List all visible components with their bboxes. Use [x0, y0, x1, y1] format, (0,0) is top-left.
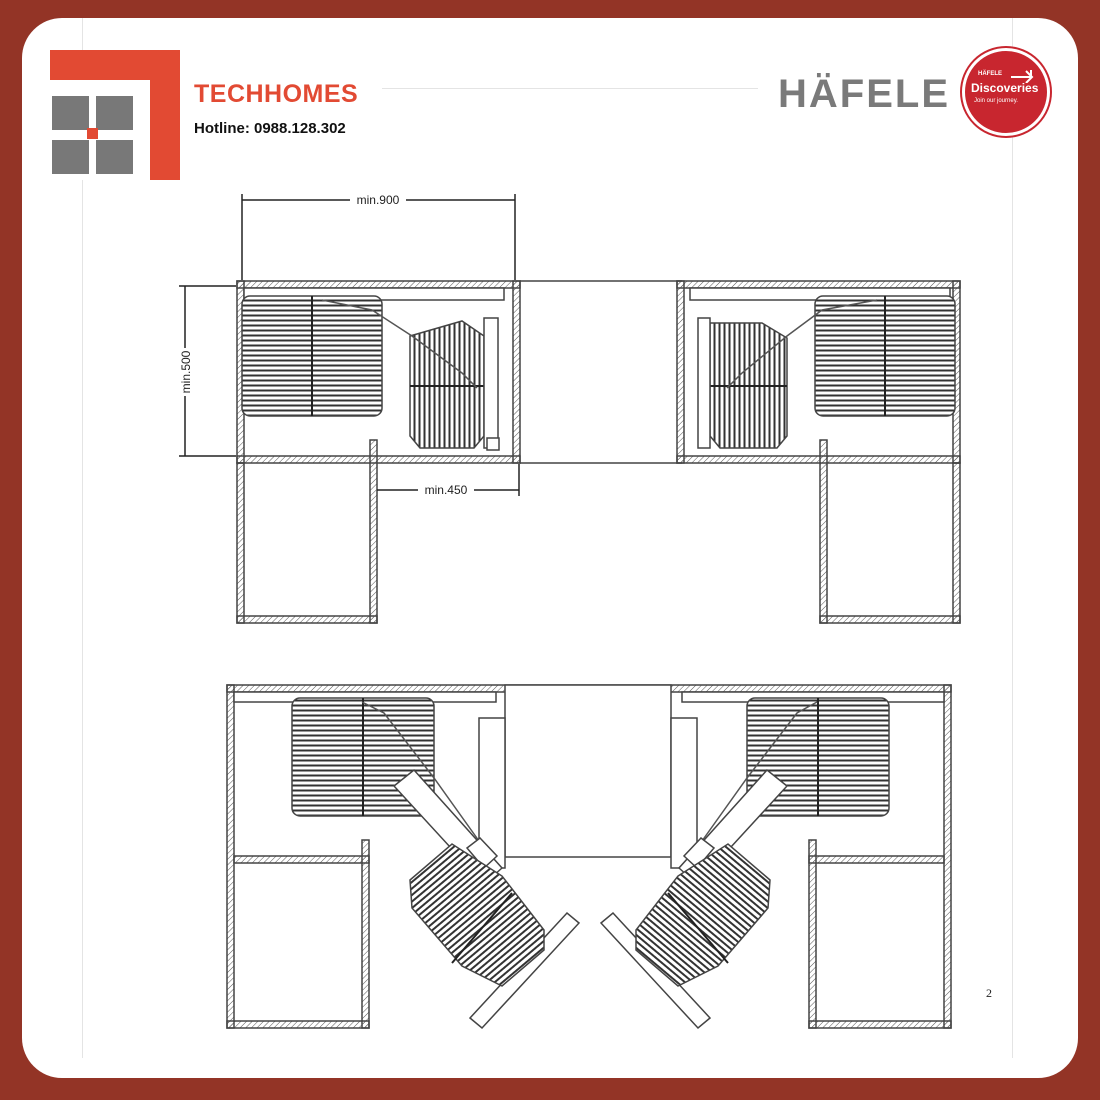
top-plan-view: [179, 194, 961, 624]
hafele-wordmark: HÄFELE: [778, 72, 950, 116]
techhomes-logo-icon: [50, 50, 180, 180]
dim-width-label: min.900: [357, 193, 400, 207]
arrow-icon: [1011, 70, 1034, 83]
badge-title: Discoveries: [971, 81, 1039, 95]
badge-brand-text: HÄFELE: [978, 71, 1002, 77]
badge-subtitle: Join our journey.: [974, 98, 1018, 104]
layout-guide-left: [82, 18, 83, 1058]
dim-depth-label: min.500: [179, 350, 193, 393]
page-number: 2: [986, 986, 992, 1000]
dim-depth-mask: [179, 348, 191, 396]
layout-guide-right: [1012, 18, 1013, 1058]
hotline-text: Hotline: 0988.128.302: [194, 120, 346, 137]
dim-opening-mask: [418, 484, 474, 496]
dim-width-mask: [350, 194, 406, 206]
bottom-plan-view: [226, 684, 952, 1030]
brand-name: TECHHOMES: [194, 80, 359, 108]
corner-unit-plan-diagram: min.900 min.500 min.450: [179, 193, 961, 1030]
discoveries-badge: HÄFELE Discoveries Join our journey.: [962, 48, 1050, 136]
page-card: TECHHOMES Hotline: 0988.128.302 HÄFELE H…: [22, 18, 1078, 1078]
layout-guide-top: [382, 88, 758, 89]
dim-opening-label: min.450: [425, 483, 468, 497]
